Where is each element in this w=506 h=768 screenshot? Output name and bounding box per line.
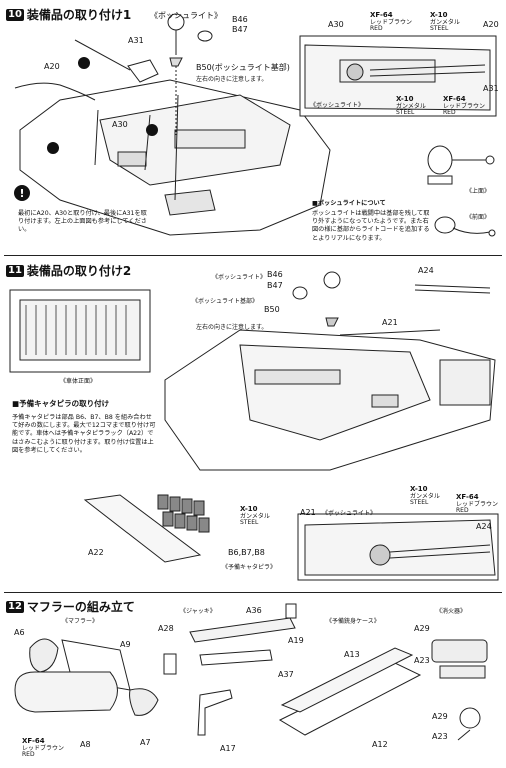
extinguisher-label: 《消火器》: [436, 608, 467, 615]
part-b46: B46: [232, 15, 248, 24]
inset-bosch-label: 《ボッシュライト》: [310, 102, 365, 109]
barrel-case-label: 《予備銃身ケース》: [326, 618, 380, 625]
view-front-label: 《前面》: [466, 214, 491, 221]
inset-a30: A30: [328, 20, 344, 29]
track-heading: ■予備キャタピラの取り付け: [12, 399, 110, 408]
track-text: 予備キャタピラは部品 B6、B7、B8 を組み合わせて好みの数にします。最大で1…: [12, 414, 156, 454]
part-a13: A13: [344, 650, 360, 659]
part-a29: A29: [414, 624, 430, 633]
spare-track-label: 《予備キャタピラ》: [222, 564, 277, 571]
part-a23: A23: [414, 656, 430, 665]
part-a37: A37: [278, 670, 294, 679]
part-a23-lower: A23: [432, 732, 448, 741]
part-a7: A7: [140, 738, 151, 747]
part-a9: A9: [120, 640, 131, 649]
part-a12: A12: [372, 740, 388, 749]
part-b46: B46: [267, 270, 283, 279]
view-top-label: 《上面》: [466, 188, 491, 195]
part-a28: A28: [158, 624, 174, 633]
parts-b6-b7-b8: B6,B7,B8: [228, 548, 265, 557]
inset-a31: A31: [483, 84, 499, 93]
part-a20: A20: [44, 62, 60, 71]
svg-text:!: !: [20, 187, 25, 200]
inset-a21: A21: [300, 508, 316, 517]
b50-label: 《ボッシュライト基部》: [192, 298, 259, 305]
part-a30: A30: [112, 120, 128, 129]
bosch-heading: ■ボッシュライトについて: [312, 200, 386, 207]
part-a31: A31: [128, 36, 144, 45]
bosch-text: ボッシュライトは戦闘中は基部を残して取り外すようになっていたようです。また右図の…: [312, 210, 430, 242]
part-a19: A19: [288, 636, 304, 645]
section-10-title: 10 装備品の取り付け1: [6, 8, 132, 22]
part-b50: B50: [264, 305, 280, 314]
b50-note: 左右の向きに注意します。: [196, 76, 268, 83]
part-b47: B47: [232, 25, 248, 34]
inset-a20: A20: [483, 20, 499, 29]
front-view-label: 《車体正面》: [60, 378, 97, 385]
part-a21: A21: [382, 318, 398, 327]
part-a36: A36: [246, 606, 262, 615]
inset-a24: A24: [476, 522, 492, 531]
bosch-light-label: 《ボッシュライト》: [212, 274, 267, 281]
part-a17: A17: [220, 744, 236, 753]
part-a29-lower: A29: [432, 712, 448, 721]
part-a22: A22: [88, 548, 104, 557]
part-b47: B47: [267, 281, 283, 290]
section-12-title: 12 マフラーの組み立て: [6, 600, 135, 614]
part-a24: A24: [418, 266, 434, 275]
assembly-note: 最初にA20、A30と取り付け、最後にA31を取り付けます。左上の上面図も参考に…: [18, 210, 147, 234]
section-11-title: 11 装備品の取り付け2: [6, 264, 132, 278]
section-divider: [4, 255, 502, 256]
bosch-light-label: 《ボッシュライト》: [150, 11, 222, 20]
inset-bosch-label: 《ボッシュライト》: [322, 510, 377, 517]
part-a6: A6: [14, 628, 25, 637]
muffler-label: 《マフラー》: [62, 618, 99, 625]
jack-label: 《ジャッキ》: [180, 608, 216, 615]
part-b50: B50(ボッシュライト基部): [196, 63, 290, 72]
section-divider: [4, 592, 502, 593]
part-a8: A8: [80, 740, 91, 749]
b50-note: 左右の向きに注意します。: [196, 324, 268, 331]
